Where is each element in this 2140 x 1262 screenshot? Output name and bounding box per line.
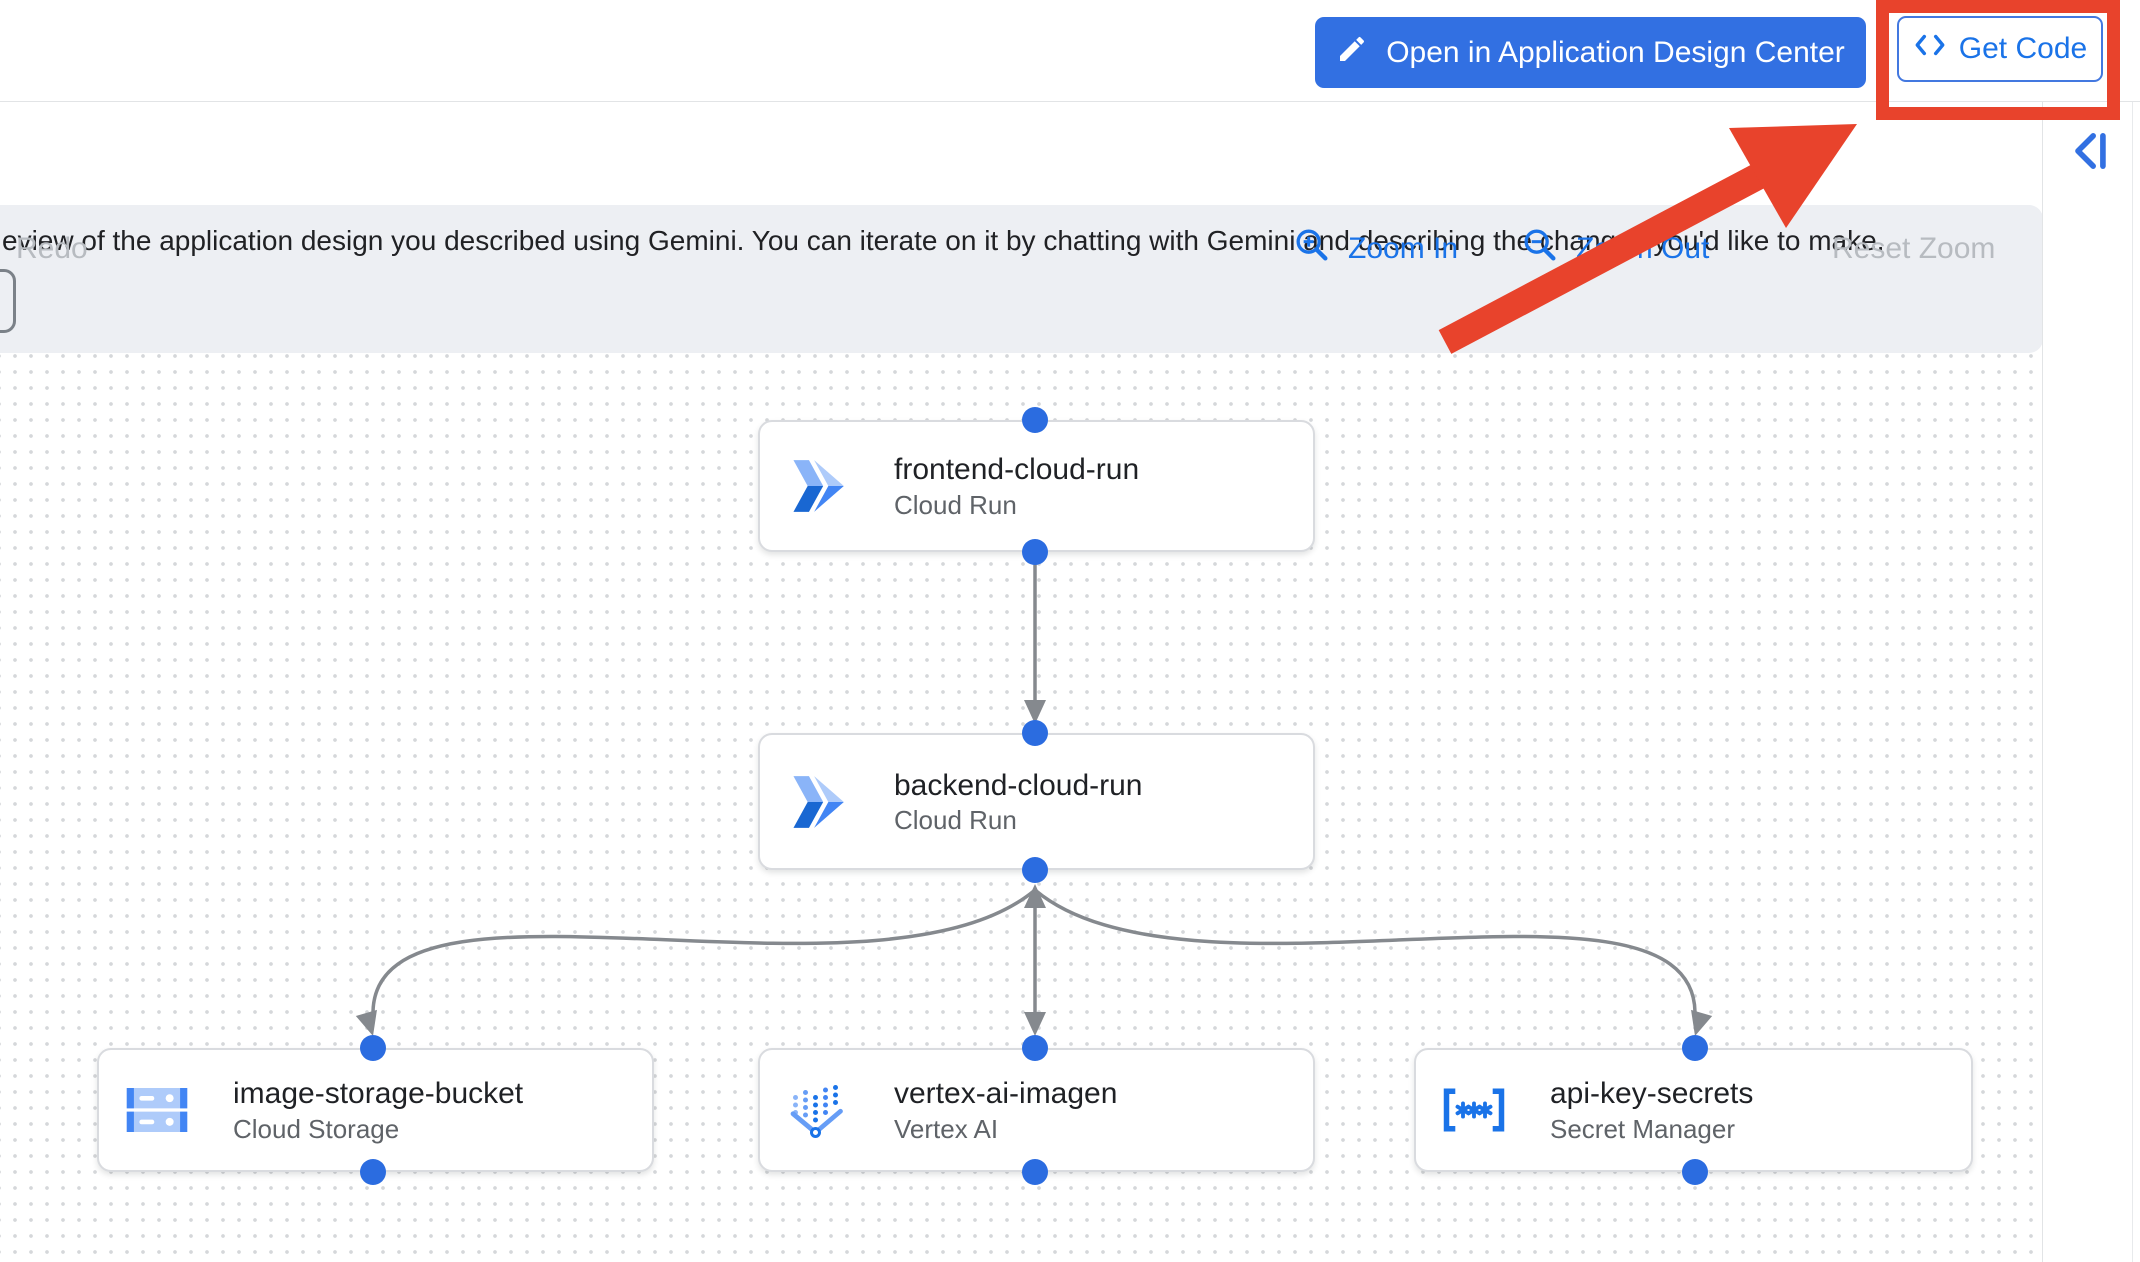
cloud-storage-icon: [123, 1082, 191, 1138]
port-vertex-bottom[interactable]: [1022, 1159, 1048, 1185]
port-secrets-top[interactable]: [1682, 1035, 1708, 1061]
get-code-label: Get Code: [1958, 32, 2088, 65]
node-title: frontend-cloud-run: [894, 453, 1140, 486]
node-backend-cloud-run[interactable]: backend-cloud-run Cloud Run: [758, 733, 1315, 870]
node-subtitle: Cloud Run: [894, 805, 1017, 835]
cloud-run-icon: [784, 768, 852, 836]
node-title: api-key-secrets: [1550, 1077, 1754, 1110]
node-title: vertex-ai-imagen: [894, 1077, 1118, 1110]
node-image-storage-bucket[interactable]: image-storage-bucket Cloud Storage: [97, 1048, 654, 1172]
node-title: backend-cloud-run: [894, 768, 1143, 802]
port-vertex-top[interactable]: [1022, 1035, 1048, 1061]
zoom-in-button[interactable]: Zoom In: [1292, 225, 1458, 273]
zoom-out-icon: [1520, 225, 1560, 273]
redo-label: Redo: [16, 232, 88, 265]
get-code-button[interactable]: Get Code: [1897, 16, 2103, 82]
right-panel-strip: [2042, 101, 2140, 1262]
redo-button[interactable]: Redo: [16, 225, 88, 273]
cloud-run-icon: [784, 452, 852, 520]
node-frontend-cloud-run[interactable]: frontend-cloud-run Cloud Run: [758, 420, 1315, 552]
reset-zoom-button[interactable]: Reset Zoom: [1832, 225, 1995, 273]
diagram-toolbar: Redo Zoom In Zoom Out: [0, 101, 2042, 265]
port-storage-bottom[interactable]: [360, 1159, 386, 1185]
port-secrets-bottom[interactable]: [1682, 1159, 1708, 1185]
port-frontend-bottom[interactable]: [1022, 539, 1048, 565]
reset-zoom-label: Reset Zoom: [1832, 232, 1996, 265]
node-title: image-storage-bucket: [233, 1077, 524, 1110]
zoom-in-label: Zoom In: [1348, 232, 1459, 265]
port-backend-top[interactable]: [1022, 720, 1048, 746]
scrollbar-gutter-line: [2132, 101, 2133, 1262]
zoom-in-icon: [1292, 225, 1332, 273]
node-subtitle: Cloud Run: [894, 489, 1017, 520]
port-backend-bottom[interactable]: [1022, 857, 1048, 883]
preview-header: Open in Application Design Center Get Co…: [0, 0, 2140, 102]
port-storage-top[interactable]: [360, 1035, 386, 1061]
port-frontend-top[interactable]: [1022, 407, 1048, 433]
node-subtitle: Cloud Storage: [233, 1113, 400, 1144]
gemini-info-banner: eview of the application design you desc…: [0, 205, 2043, 353]
collapse-panel-button[interactable]: [2065, 125, 2117, 177]
open-in-application-design-center-button[interactable]: Open in Application Design Center: [1315, 17, 1866, 88]
node-api-key-secrets[interactable]: api-key-secrets Secret Manager: [1414, 1048, 1973, 1172]
secret-manager-icon: [1440, 1087, 1508, 1133]
vertex-ai-icon: [784, 1080, 852, 1140]
collapse-panel-icon: [2065, 133, 2117, 181]
node-subtitle: Secret Manager: [1550, 1113, 1735, 1144]
open-in-adc-label: Open in Application Design Center: [1386, 35, 1845, 69]
zoom-out-button[interactable]: Zoom Out: [1520, 225, 1709, 273]
banner-cutoff-button[interactable]: [0, 269, 16, 333]
node-vertex-ai-imagen[interactable]: vertex-ai-imagen Vertex AI: [758, 1048, 1315, 1172]
pencil-icon: [1336, 33, 1368, 73]
zoom-out-label: Zoom Out: [1576, 232, 1710, 265]
node-subtitle: Vertex AI: [894, 1113, 999, 1144]
code-icon: [1913, 32, 1947, 66]
